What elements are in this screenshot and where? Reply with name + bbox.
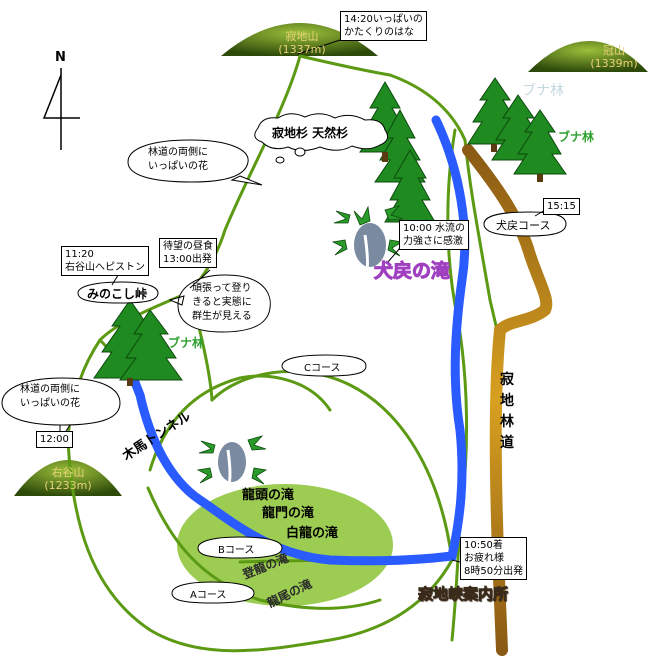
note-1120-line2: 右谷山へピストン: [65, 262, 145, 273]
waterfall-palms-top: [331, 205, 404, 277]
north-arrow: [42, 68, 80, 150]
forest-label-left: ブナ林: [168, 336, 205, 350]
callout-flowers-left-line1: 林道の両側に: [20, 384, 80, 395]
north-label: N: [55, 50, 66, 65]
bubble-effort: [168, 274, 271, 333]
callout-flowers-left-line2: いっぱいの花: [20, 398, 80, 409]
note-depart: 8時50分出発: [464, 566, 524, 577]
trail-ridge-east: [298, 54, 467, 142]
peak-kanmuri: 冠山 (1339m): [582, 44, 646, 70]
note-1120-line1: 11:20: [65, 249, 94, 260]
callout-flowers-top-line1: 林道の両側に: [148, 147, 208, 158]
bubble-minokoshi: [77, 281, 159, 304]
callout-a-course: Aコース: [190, 590, 227, 601]
peak-migitani: 右谷山 (1233m): [30, 466, 106, 492]
note-1050-line2: お疲れ様: [464, 553, 504, 564]
peak-migitani-elev: (1233m): [44, 479, 92, 492]
trail-a-outer: [66, 438, 454, 653]
note-1515: 15:15: [543, 198, 580, 215]
place-ryuzu: 龍頭の滝: [242, 488, 295, 503]
peak-sumichi: 寂地山 (1337m): [270, 30, 334, 56]
bubble-b-course: [197, 536, 283, 559]
peak-migitani-name: 右谷山: [51, 466, 85, 479]
callout-flowers-left: 林道の両側に いっぱいの花: [20, 383, 80, 411]
note-1420-line1: 14:20いっぱいの: [344, 14, 423, 25]
note-1000: 10:00 水流の 力強さに感激: [399, 220, 469, 250]
bubble-a-course: [171, 581, 255, 604]
note-lunch-line2: 13:00出発: [163, 254, 212, 265]
callout-effort-line3: 群生が見える: [192, 311, 252, 322]
cloud-cedars: [254, 113, 389, 151]
callout-inumodori-course: 犬戻コース: [496, 219, 551, 232]
bubble-flowers-top: [127, 139, 263, 186]
note-1420-line2: かたくりのはな: [344, 27, 414, 38]
hill-sumichi: [221, 23, 378, 56]
peak-kanmuri-elev: (1339m): [590, 57, 638, 70]
falls-area: [177, 484, 393, 606]
place-center: 寂地峡案内所: [418, 585, 509, 604]
note-1050-line1: 10:50着: [464, 540, 503, 551]
note-1000-line1: 10:00 水流の: [403, 223, 465, 234]
waterfall-palms-center: [196, 435, 268, 487]
place-rindo-3: 林: [500, 414, 514, 430]
note-1120: 11:20 右谷山へピストン: [61, 246, 149, 276]
note-1420: 14:20いっぱいの かたくりのはな: [340, 11, 427, 41]
callout-flowers-top: 林道の両側に いっぱいの花: [148, 146, 208, 174]
callout-c-course: Cコース: [304, 363, 341, 374]
bubble-c-course: [281, 354, 367, 377]
trail-c-course: [210, 369, 454, 562]
cloud-dot-1: [275, 156, 285, 164]
callout-flowers-top-line2: いっぱいの花: [148, 161, 208, 172]
place-hakuryu: 白龍の滝: [286, 526, 339, 541]
note-1000-line2: 力強さに感激: [403, 236, 463, 247]
place-inumodori-falls: 犬戻の滝: [373, 260, 451, 283]
peak-sumichi-elev: (1337m): [278, 43, 326, 56]
bubble-inumodori-course: [483, 211, 567, 237]
place-rindo-2: 地: [500, 393, 514, 409]
hill-kanmuri: [528, 41, 648, 72]
callout-effort: 頑張って登り きると実態に 群生が見える: [192, 282, 252, 324]
callout-effort-line2: きると実態に: [192, 297, 252, 308]
place-rindo: 寂 地 林 道: [500, 370, 514, 454]
hill-migitani: [14, 460, 122, 496]
forest-label-faded: ブナ林: [522, 83, 564, 99]
note-lunch: 待望の昼食 13:00出発: [159, 238, 217, 268]
callout-effort-line1: 頑張って登り: [192, 283, 252, 294]
cloud-dot-2: [294, 147, 306, 157]
trail-east-descent: [463, 138, 499, 332]
note-1050: 10:50着 お疲れ様 8時50分出発: [460, 537, 528, 580]
note-1200: 12:00: [36, 431, 73, 448]
place-rindo-4: 道: [500, 435, 514, 451]
forest-label-right: ブナ林: [558, 130, 595, 144]
trail-b-inner: [146, 486, 382, 610]
note-lunch-line1: 待望の昼食: [163, 241, 213, 252]
place-rindo-1: 寂: [500, 372, 514, 388]
tree-cluster-top: [359, 80, 436, 223]
trail-c-inner: [148, 374, 332, 472]
place-ryumon: 龍門の滝: [262, 506, 315, 521]
callout-cedars: 寂地杉 天然杉: [272, 126, 349, 140]
peak-kanmuri-name: 冠山: [603, 44, 625, 57]
conifer-trees: [93, 77, 567, 381]
callout-b-course: Bコース: [218, 545, 255, 556]
peak-sumichi-name: 寂地山: [285, 30, 319, 43]
river: [115, 115, 470, 566]
callout-minokoshi: みのこし峠: [87, 287, 148, 301]
